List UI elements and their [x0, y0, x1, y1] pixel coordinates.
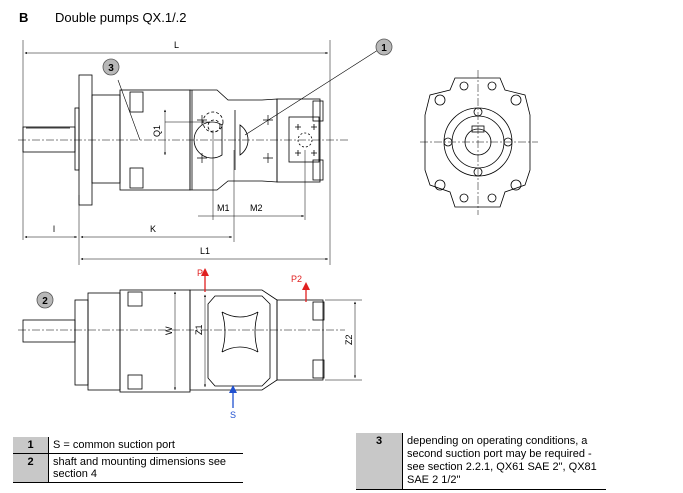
svg-text:3: 3: [108, 63, 114, 74]
svg-text:2: 2: [42, 296, 48, 307]
dim-M2: M2: [250, 203, 263, 213]
section-title: Double pumps QX.1/.2: [55, 10, 187, 25]
dim-Z2: Z2: [344, 334, 354, 345]
note-text: shaft and mounting dimensions see sectio…: [48, 453, 243, 483]
dim-L: L: [174, 40, 179, 50]
notes-table-left: 1 S = common suction port 2 shaft and mo…: [13, 437, 243, 483]
callout-3: 3: [102, 58, 120, 76]
dim-Q1: Q1: [152, 125, 162, 137]
dim-W: W: [164, 326, 174, 335]
note-number: 2: [13, 453, 49, 483]
dim-L1: L1: [200, 246, 210, 256]
dim-Z1: Z1: [194, 324, 204, 335]
port-P1: P1: [197, 268, 208, 278]
note-row: 2 shaft and mounting dimensions see sect…: [13, 453, 243, 483]
dim-K: K: [150, 224, 156, 234]
port-S: S: [230, 410, 236, 420]
note-number: 3: [356, 433, 403, 490]
callout-1: 1: [375, 38, 393, 56]
end-view: [420, 70, 538, 215]
port-P2: P2: [291, 274, 302, 284]
section-letter: B: [19, 10, 29, 25]
note-number: 1: [13, 437, 49, 454]
pump-drawing: L L1 K l M1 M2 Q1: [18, 38, 538, 420]
callout-2: 2: [36, 291, 54, 309]
svg-text:1: 1: [381, 43, 387, 54]
note-text: S = common suction port: [48, 437, 243, 454]
note-text: depending on operating conditions, a sec…: [402, 433, 606, 490]
top-view: [18, 289, 362, 393]
dim-M1: M1: [217, 203, 230, 213]
note-row: 1 S = common suction port: [13, 437, 243, 454]
notes-table-right: 3 depending on operating conditions, a s…: [356, 433, 606, 490]
note-row: 3 depending on operating conditions, a s…: [356, 433, 606, 490]
port-arrows: [201, 268, 310, 408]
side-view: [18, 40, 379, 265]
dim-l: l: [53, 224, 55, 234]
